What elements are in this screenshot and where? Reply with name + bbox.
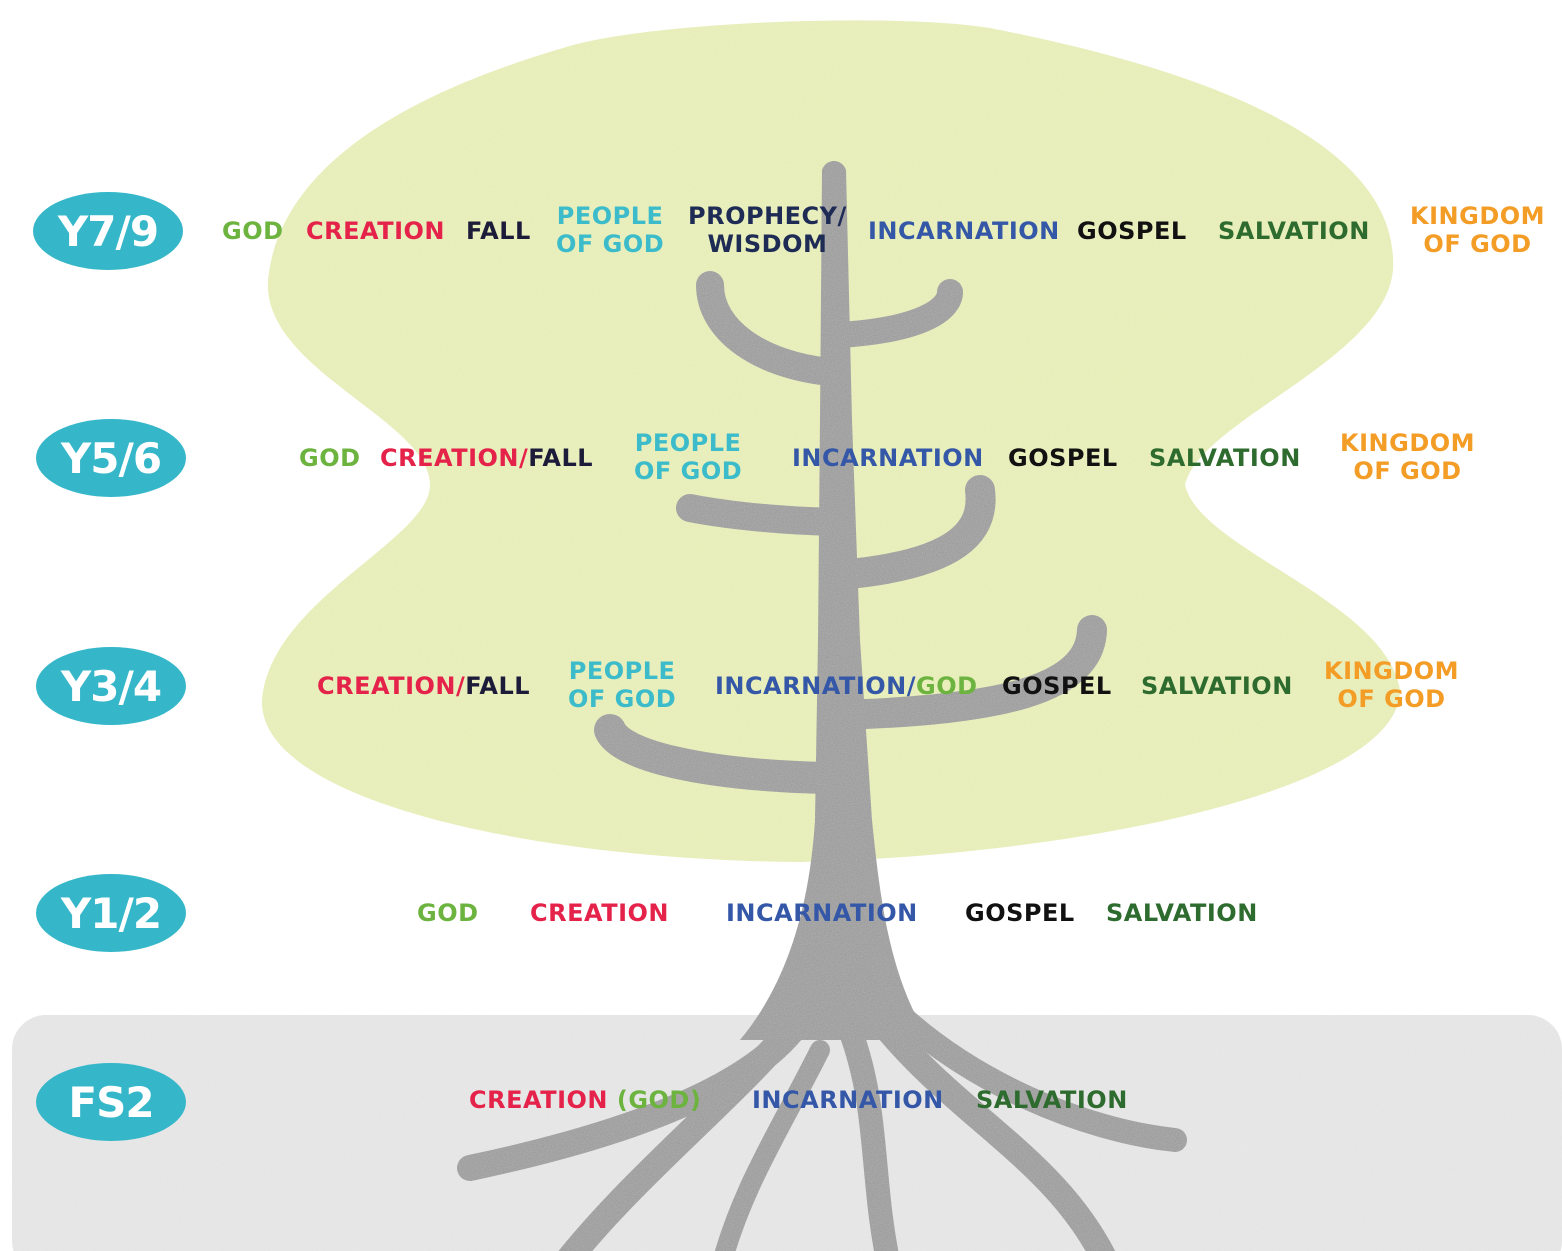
level-badge-y7-9: Y7/9	[33, 192, 183, 270]
term-line: PROPHECY/	[688, 202, 847, 230]
term-text: CREATION/	[317, 672, 466, 700]
term-text: INCARNATION	[726, 899, 918, 927]
term-text: GOSPEL	[965, 899, 1075, 927]
term-creation: CREATION	[306, 217, 445, 245]
level-badge-y3-4: Y3/4	[36, 647, 186, 725]
term-text: GOSPEL	[1008, 444, 1118, 472]
term-text: INCARNATION	[868, 217, 1060, 245]
term-text: SALVATION	[1218, 217, 1370, 245]
level-badge-y5-6: Y5/6	[36, 419, 186, 497]
term-text: CREATION/	[380, 444, 529, 472]
term-incarnation: INCARNATION	[868, 217, 1060, 245]
term-salvation: SALVATION	[1141, 672, 1293, 700]
level-badge-fs2: FS2	[36, 1063, 186, 1141]
term-prophecy-wisdom: PROPHECY/WISDOM	[688, 202, 847, 258]
term-text: SALVATION	[1106, 899, 1258, 927]
term-text: CREATION	[469, 1086, 608, 1114]
term-text: CREATION	[530, 899, 669, 927]
term-line: OF GOD	[1353, 457, 1462, 485]
term-line: OF GOD	[568, 685, 677, 713]
term-salvation: SALVATION	[1106, 899, 1258, 927]
term-salvation: SALVATION	[976, 1086, 1128, 1114]
term-line: PEOPLE	[568, 657, 676, 685]
level-badge-y1-2: Y1/2	[36, 874, 186, 952]
term-text: GOD	[299, 444, 361, 472]
term-line: OF GOD	[556, 230, 665, 258]
term-god: GOD	[299, 444, 361, 472]
term-incarnation: INCARNATION	[726, 899, 918, 927]
term-text: GOD	[916, 672, 978, 700]
term-text: FALL	[465, 672, 531, 700]
term-god: GOD	[222, 217, 284, 245]
term-fall: FALL	[466, 217, 531, 245]
term-text: INCARNATION	[752, 1086, 944, 1114]
term-incarnation-god: INCARNATION/GOD	[715, 672, 978, 700]
term-text: GOD	[222, 217, 284, 245]
term-text: INCARNATION/	[715, 672, 917, 700]
term-salvation: SALVATION	[1218, 217, 1370, 245]
term-gospel: GOSPEL	[965, 899, 1075, 927]
term-line: OF GOD	[1423, 230, 1532, 258]
term-text: SALVATION	[1149, 444, 1301, 472]
term-line: KINGDOM	[1410, 202, 1546, 230]
term-gospel: GOSPEL	[1077, 217, 1187, 245]
term-text: INCARNATION	[792, 444, 984, 472]
term-incarnation: INCARNATION	[752, 1086, 944, 1114]
term-line: WISDOM	[707, 230, 828, 258]
term-text: SALVATION	[976, 1086, 1128, 1114]
term-line: PEOPLE	[556, 202, 664, 230]
term-line: KINGDOM	[1340, 429, 1476, 457]
term-text: GOD	[417, 899, 479, 927]
term-creation-fall: CREATION/FALL	[317, 672, 530, 700]
term-line: KINGDOM	[1324, 657, 1460, 685]
term-gospel: GOSPEL	[1002, 672, 1112, 700]
term-incarnation: INCARNATION	[792, 444, 984, 472]
term-text: GOSPEL	[1002, 672, 1112, 700]
term-text: SALVATION	[1141, 672, 1293, 700]
term-line: OF GOD	[1337, 685, 1446, 713]
term-salvation: SALVATION	[1149, 444, 1301, 472]
term-text: (GOD)	[608, 1086, 702, 1114]
term-creation-fall: CREATION/FALL	[380, 444, 593, 472]
term-creation-god: CREATION (GOD)	[469, 1086, 701, 1114]
term-text: CREATION	[306, 217, 445, 245]
term-text: FALL	[466, 217, 531, 245]
term-line: OF GOD	[634, 457, 743, 485]
term-text: GOSPEL	[1077, 217, 1187, 245]
term-text: FALL	[528, 444, 594, 472]
term-line: PEOPLE	[634, 429, 742, 457]
term-creation: CREATION	[530, 899, 669, 927]
term-gospel: GOSPEL	[1008, 444, 1118, 472]
term-god: GOD	[417, 899, 479, 927]
